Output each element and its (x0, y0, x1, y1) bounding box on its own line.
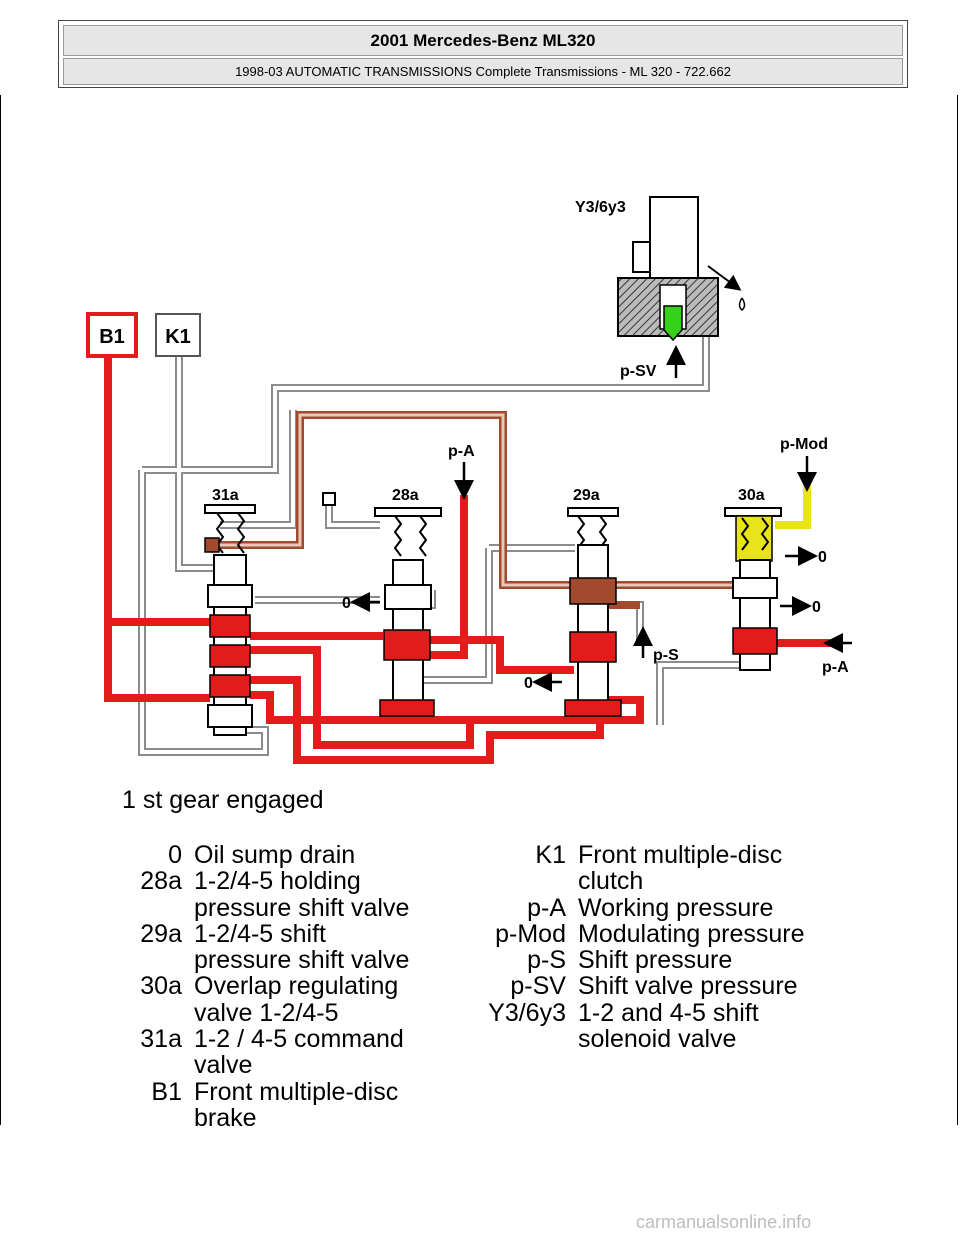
document-subtitle: 1998-03 AUTOMATIC TRANSMISSIONS Complete… (63, 58, 903, 85)
legend-text-line: Oil sump drain (194, 841, 356, 869)
legend-text-line: Front multiple-disc (194, 1077, 399, 1106)
solenoid-y3-6y3 (617, 196, 746, 342)
document-header: 2001 Mercedes-Benz ML320 1998-03 AUTOMAT… (58, 20, 908, 88)
legend-text-line: valve 1-2/4-5 (194, 998, 339, 1027)
label-p-a-top: p-A (448, 443, 475, 460)
legend-code: K1 (535, 841, 566, 869)
legend-text-line: solenoid valve (578, 1025, 737, 1054)
legend-code: 31a (140, 1025, 182, 1054)
valve-31a (204, 504, 256, 736)
legend-text-line: Shift pressure (578, 946, 733, 975)
figure-caption: 1 st gear engaged (122, 786, 324, 814)
legend-entry: p-SV Shift valve pressure (478, 972, 805, 1001)
document-title: 2001 Mercedes-Benz ML320 (63, 25, 903, 56)
label-p-a-right: p-A (822, 659, 849, 676)
solenoid-label: Y3/6y3 (575, 199, 626, 216)
legend-code: p-S (527, 946, 566, 975)
valve-30a (724, 507, 782, 671)
b1-label: B1 (99, 326, 125, 348)
label-drain-30a-2: 0 (812, 599, 821, 616)
label-drain-29a: 0 (524, 675, 533, 692)
legend-text-line: Front multiple-disc (578, 841, 783, 869)
valve-label-30a: 30a (738, 487, 765, 504)
label-drain-30a-1: 0 (818, 549, 827, 566)
legend-entry: p-A Working pressure (478, 893, 805, 922)
legend-code: 28a (140, 867, 182, 896)
legend-text-line: clutch (578, 867, 644, 896)
legend-text-line: Modulating pressure (578, 919, 805, 948)
flow-arrows (350, 345, 852, 692)
k1-box (155, 313, 201, 357)
page-frame-left (0, 95, 1, 1125)
legend-text: Working pressure (578, 893, 774, 922)
valve-28a (374, 507, 442, 717)
legend-entry: p-Mod Modulating pressure (478, 919, 805, 948)
legend-code: B1 (151, 1077, 182, 1106)
b1-box (86, 312, 138, 358)
legend-code: p-Mod (495, 919, 566, 948)
legend-text-line: 1-2/4-5 holding (194, 867, 361, 896)
valve-label-28a: 28a (392, 487, 419, 504)
label-drain-28a: 0 (342, 595, 351, 612)
small-port-square (322, 492, 336, 506)
watermark: carmanualsonline.info (636, 1212, 812, 1232)
pmod-line (775, 485, 811, 529)
k1-label: K1 (165, 326, 191, 348)
label-p-sv: p-SV (620, 363, 657, 380)
hydraulic-diagram: B1 K1 31a 28a 29a 30a Y3/6y3 p-SV p-A p-… (86, 196, 852, 764)
legend-text-line: 1-2 / 4-5 command (194, 1025, 404, 1054)
legend-text-line: 1-2 and 4-5 shift (578, 998, 759, 1027)
valve-label-29a: 29a (573, 487, 600, 504)
valve-29a (564, 507, 622, 717)
legend-text: Shift valve pressure (578, 972, 798, 1001)
legend-text: Oil sump drain (194, 841, 356, 869)
valve-label-31a: 31a (212, 487, 239, 504)
legend-text-line: Overlap regulating (194, 972, 399, 1001)
legend-code: 0 (168, 841, 182, 869)
legend-code: Y3/6y3 (488, 998, 566, 1027)
legend-text: Modulating pressure (578, 919, 805, 948)
legend-code: p-A (527, 893, 566, 922)
legend-text-line: 1-2/4-5 shift (194, 919, 327, 948)
legend-entry: p-S Shift pressure (478, 946, 805, 975)
legend-code: 30a (140, 972, 182, 1001)
legend-text-line: valve (194, 1051, 253, 1080)
label-p-mod: p-Mod (780, 436, 828, 453)
legend-text-line: Shift valve pressure (578, 972, 798, 1001)
legend-entry: 0 Oil sump drain (124, 841, 409, 869)
page-frame-right (957, 95, 958, 1125)
legend-text-line: pressure shift valve (194, 893, 410, 922)
legend-text-line: Working pressure (578, 893, 774, 922)
legend-text: Shift pressure (578, 946, 733, 975)
legend-text-line: brake (194, 1103, 257, 1132)
label-p-s: p-S (653, 647, 679, 664)
legend-text-line: pressure shift valve (194, 946, 410, 975)
legend-code: p-SV (510, 972, 566, 1001)
legend-code: 29a (140, 919, 182, 948)
red-lines (104, 355, 830, 764)
